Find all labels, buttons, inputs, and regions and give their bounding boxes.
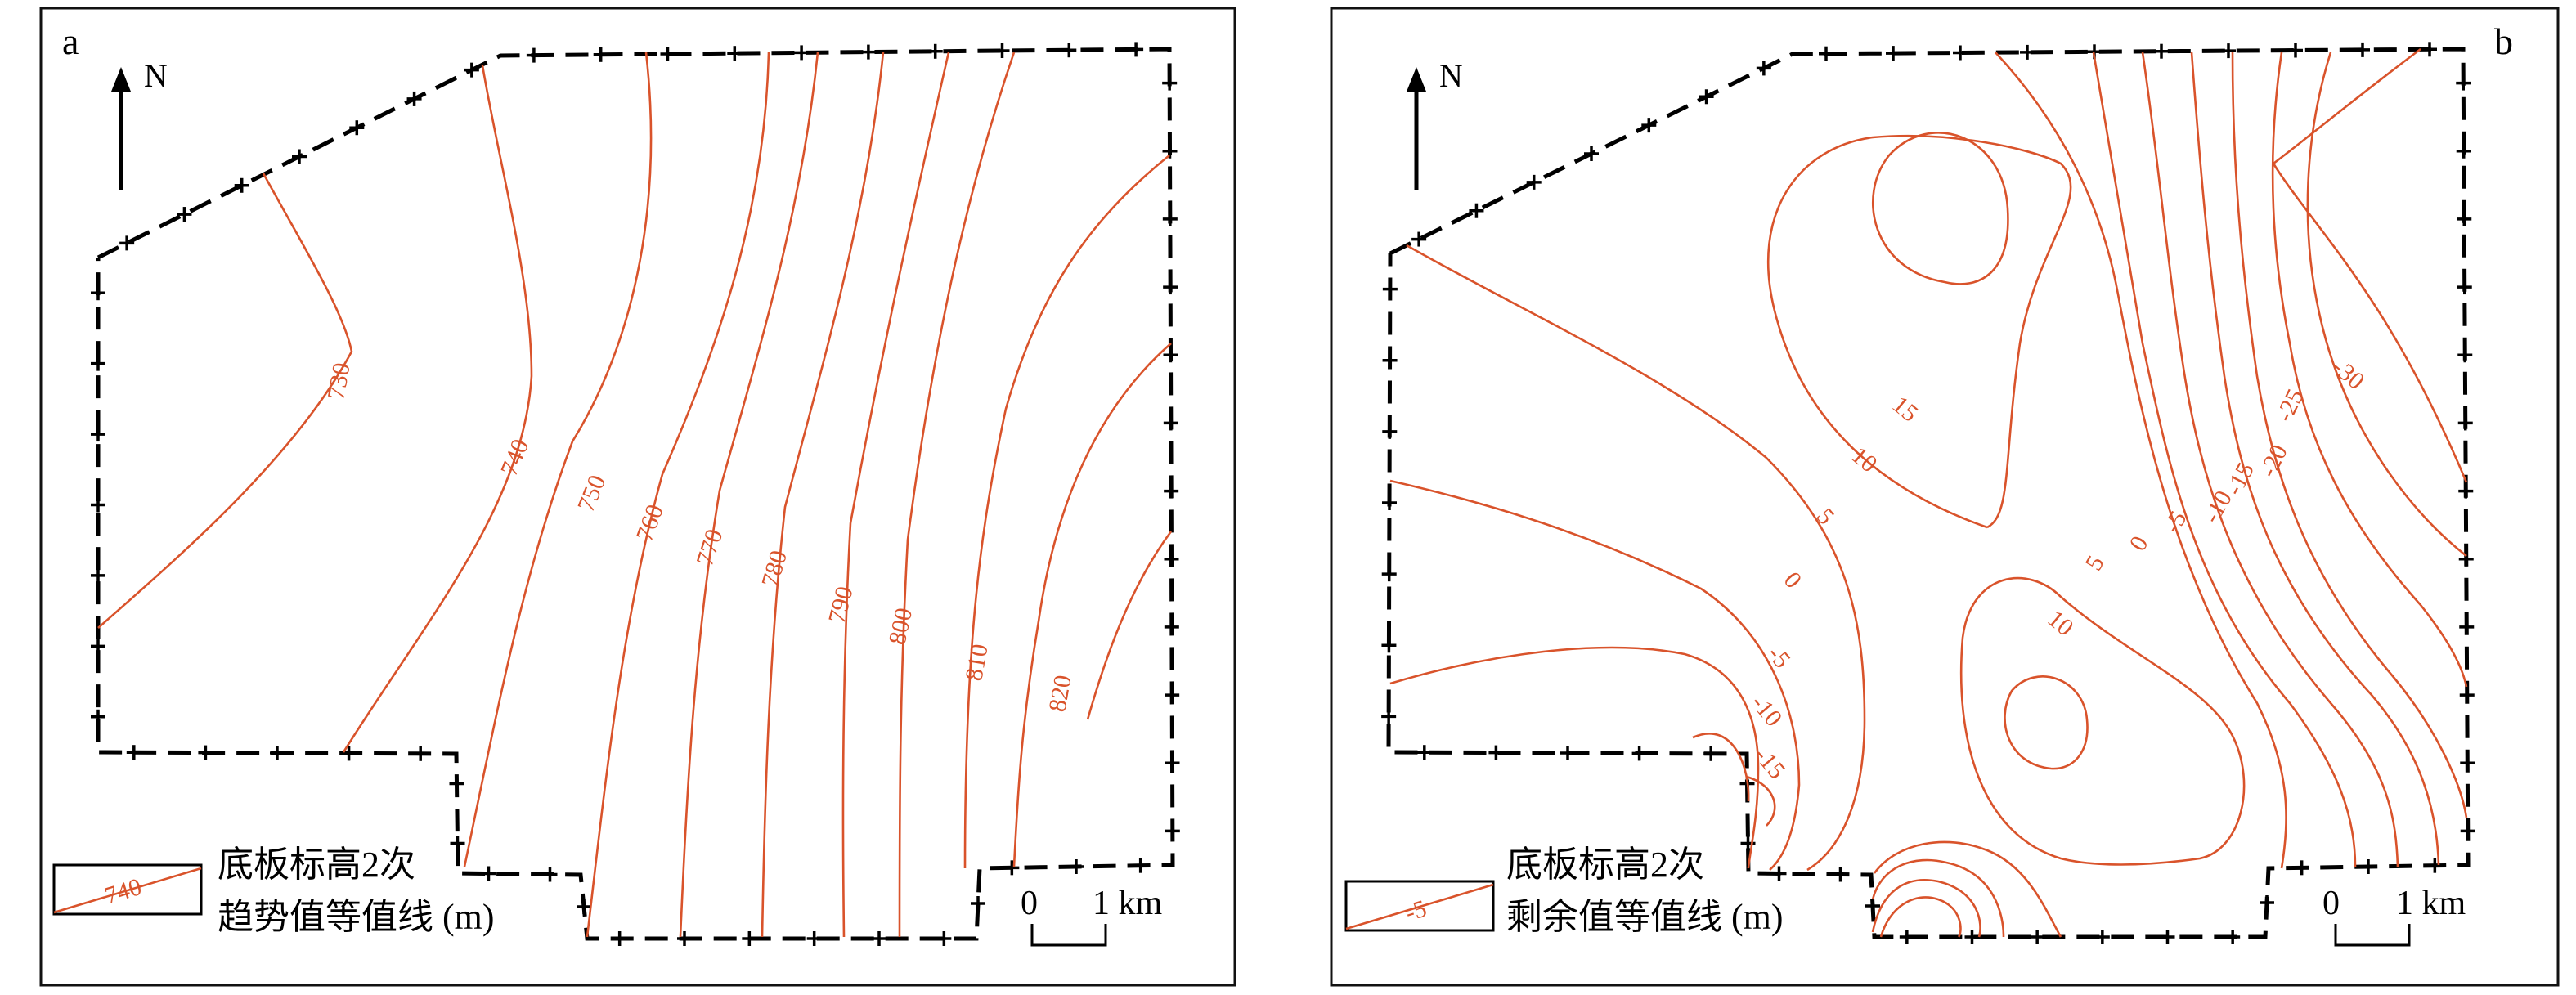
contour-label: 800 [884, 606, 918, 648]
contour-770 [679, 52, 819, 938]
legend-line-2: 剩余值等值线 (m) [1506, 897, 1784, 937]
scale-zero-label: 0 [2322, 885, 2340, 922]
contour-label: -25 [2271, 385, 2309, 426]
scale-bar-a: 0 1 km [1021, 885, 1163, 947]
contour-label: 5 [2080, 551, 2109, 575]
boundary-b [1386, 47, 2471, 939]
scale-bar-line [2334, 924, 2411, 947]
contour-label: -5 [2158, 506, 2192, 537]
contour-label: -15 [1749, 742, 1791, 784]
panel-b: b N [1330, 7, 2560, 987]
boundary-b-ticks [1381, 42, 2475, 944]
scale-one-label: 1 km [2396, 885, 2466, 922]
contour-label: 750 [572, 472, 611, 516]
north-label-b: N [1439, 57, 1463, 94]
north-arrow-a: N [111, 57, 168, 190]
scale-zero-label: 0 [1021, 885, 1038, 922]
contour-740 [342, 65, 533, 753]
legend-sample-line [1345, 883, 1494, 930]
contour-760 [586, 52, 770, 938]
contour-labels-b: 15 10 5 0 -5 -10 -15 10 5 0 -5 -10 -15 -… [1746, 353, 2370, 784]
contour-label: 0 [1779, 567, 1807, 594]
north-label-a: N [144, 57, 168, 94]
contour-15-north [1872, 132, 2009, 285]
legend-a: 740 底板标高2次 趋势值等值线 (m) [52, 845, 495, 937]
contour-830 [1086, 531, 1173, 720]
contour-minus-15 [1746, 775, 1776, 827]
legend-sample-label: 740 [101, 873, 145, 910]
contour-minus-10 [1692, 733, 1750, 802]
contour-labels-a: 730 740 750 760 770 780 790 800 810 820 [322, 361, 1076, 714]
contour-label: 15 [1887, 391, 1923, 428]
contours-a [97, 52, 1173, 938]
scale-bar-line [1030, 924, 1107, 947]
legend-sample-line [53, 867, 202, 914]
contour-10-south [1959, 576, 2246, 866]
boundary-a [96, 47, 1175, 941]
contour-label: 780 [756, 548, 792, 590]
legend-line-1: 底板标高2次 [1506, 845, 1704, 885]
contour-bottom-1 [1879, 896, 1962, 938]
panel-a-frame [39, 7, 1236, 987]
legend-sample-box [52, 863, 203, 916]
panel-a-letter: a [62, 20, 79, 62]
legend-b: -5 底板标高2次 剩余值等值线 (m) [1344, 845, 1784, 937]
legend-sample-box [1344, 880, 1495, 932]
contour-5 [1406, 244, 1866, 872]
contour-label: 810 [960, 642, 993, 683]
contour-label: -20 [2255, 441, 2293, 482]
contour-minus-20 [2271, 52, 2468, 688]
contour-15-south [2004, 675, 2089, 770]
contour-minus-25 [2306, 52, 2467, 558]
contour-minus-15-center [2231, 52, 2468, 818]
contour-label: -5 [1762, 640, 1796, 673]
contour-10-north [1766, 134, 2072, 529]
contour-label: 790 [824, 584, 859, 626]
legend-line-1: 底板标高2次 [218, 845, 415, 885]
contour-820 [1012, 343, 1172, 867]
scale-one-label: 1 km [1093, 885, 1163, 922]
contours-b [1389, 47, 2468, 938]
contour-810 [963, 154, 1170, 869]
contour-label: -10 [1746, 689, 1788, 732]
legend-sample-label: -5 [1402, 895, 1430, 927]
contour-label: 820 [1043, 673, 1076, 714]
panel-a: a N 730 740 750 760 [39, 7, 1236, 987]
north-arrow-b: N [1407, 57, 1463, 190]
contour-bottom-4 [1873, 840, 2062, 938]
contour-750 [463, 52, 653, 867]
panel-b-frame [1330, 7, 2560, 987]
contour-bottom-3 [1871, 858, 2005, 938]
contour-minus-10-center [2190, 52, 2440, 866]
contour-minus-30 [2272, 47, 2468, 483]
contour-label: 10 [2043, 605, 2079, 642]
contour-730 [97, 173, 353, 629]
contour-5-center [1995, 52, 2287, 869]
contour-bottom-2 [1871, 879, 1981, 938]
contour-780 [761, 52, 885, 938]
contour-790 [841, 52, 950, 938]
contour-label: -30 [2327, 353, 2370, 395]
north-arrow-head-icon [111, 67, 131, 92]
contour-label: 730 [322, 361, 355, 401]
legend-line-2: 趋势值等值线 (m) [218, 897, 495, 937]
scale-bar-b: 0 1 km [2322, 885, 2466, 947]
contour-0-center [2092, 52, 2357, 867]
contour-minus-5 [1389, 646, 1760, 869]
north-arrow-head-icon [1407, 67, 1426, 92]
contour-800 [898, 52, 1016, 938]
contour-label: 740 [496, 436, 534, 480]
panel-b-letter: b [2494, 20, 2513, 62]
contour-label: 760 [631, 501, 669, 545]
contour-label: 5 [1811, 503, 1840, 530]
contour-minus-5-center [2141, 52, 2399, 867]
contour-label: 0 [2124, 531, 2153, 555]
contour-0 [1389, 479, 1801, 871]
contour-label: 770 [691, 526, 728, 569]
